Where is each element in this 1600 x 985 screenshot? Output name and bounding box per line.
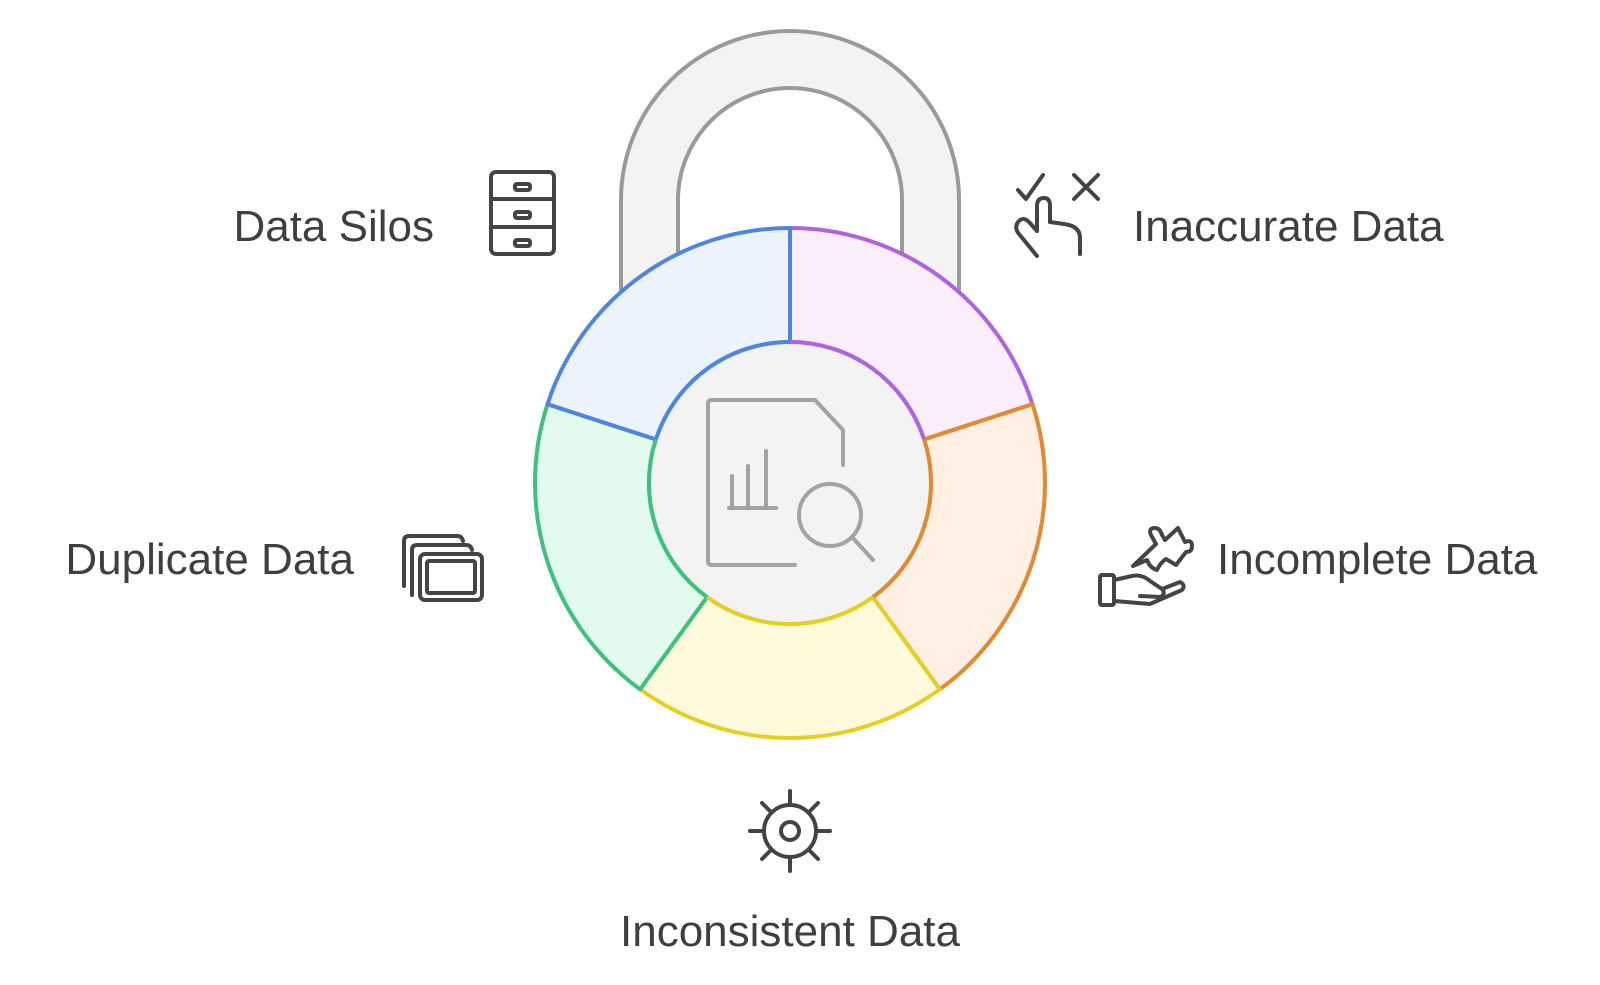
sun-gear-icon bbox=[748, 789, 832, 873]
hand-puzzle-icon bbox=[1098, 526, 1194, 607]
label-duplicate-data: Duplicate Data bbox=[65, 535, 354, 584]
ring-inner-arc-silos bbox=[789, 340, 927, 441]
ring-inner-arc-inconsistent bbox=[647, 438, 709, 599]
lock-shackle bbox=[619, 29, 961, 292]
ring-segments bbox=[533, 226, 1047, 740]
label-inconsistent-data: Inconsistent Data bbox=[620, 907, 960, 956]
document-chart-search-icon bbox=[706, 398, 875, 567]
center-disk bbox=[649, 342, 931, 624]
ring-inner-arc-duplicate bbox=[653, 340, 791, 441]
label-inaccurate-data: Inaccurate Data bbox=[1133, 202, 1444, 251]
filing-cabinet-icon bbox=[489, 170, 556, 256]
hand-check-cross-icon bbox=[1014, 173, 1100, 258]
label-data-silos: Data Silos bbox=[233, 202, 434, 251]
ring-inner-arcs bbox=[647, 340, 933, 626]
stacked-windows-icon bbox=[402, 534, 484, 602]
ring-inner-arc-incomplete bbox=[705, 595, 875, 626]
ring-inner-arc-inaccurate bbox=[871, 438, 933, 599]
label-incomplete-data: Incomplete Data bbox=[1217, 535, 1538, 584]
